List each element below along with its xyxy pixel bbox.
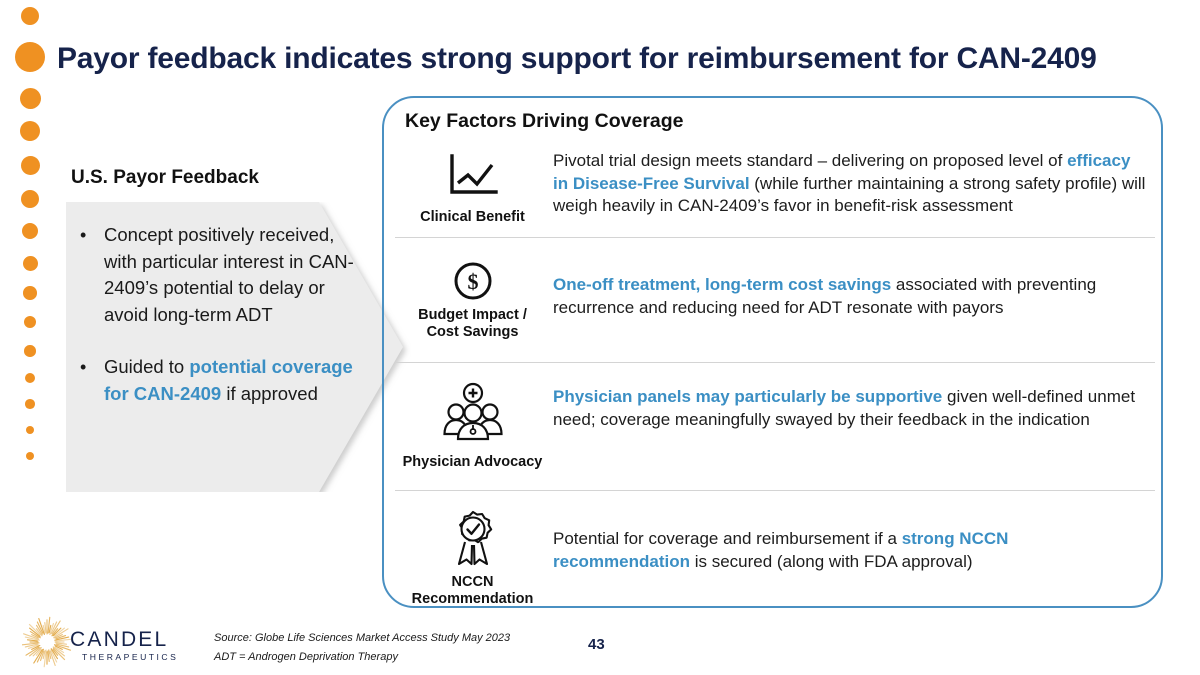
dollar-coin-icon: $ [395,258,550,304]
payor-feedback-bullets: • Concept positively received, with part… [80,222,355,429]
line-chart-icon [395,146,550,206]
decorative-dot [25,399,35,409]
factor-row-budget-impact: $ Budget Impact / Cost Savings One-off t… [395,258,1150,343]
factor-description: Potential for coverage and reimbursement… [553,528,1148,573]
list-item: • Guided to potential coverage for CAN-2… [80,354,355,407]
desc-highlight: efficacy in Disease-Free Survival [553,151,1131,193]
footer-source-notes: Source: Globe Life Sciences Market Acces… [214,629,510,667]
decorative-dot [22,255,38,271]
decorative-dot [19,87,41,109]
factor-row-physician-advocacy: Physician Advocacy Physician panels may … [395,380,1150,470]
desc-segment: (while further maintaining a strong safe… [553,173,1146,216]
payor-feedback-callout-shape [66,202,411,492]
page-number: 43 [588,636,605,653]
list-item: • Concept positively received, with part… [80,222,355,328]
bullet-text-highlight: potential coverage for CAN-2409 [104,356,353,404]
desc-highlight: strong NCCN recommendation [553,529,1009,571]
factor-icon-cell: NCCN Recommendation [395,506,550,608]
desc-highlight: Physician panels may particularly be sup… [553,387,943,406]
bullet-text: Concept positively received, with partic… [104,222,355,328]
bullet-marker: • [80,357,87,377]
desc-segment: is secured (along with FDA approval) [689,551,973,571]
desc-segment: associated with preventing recurrence an… [553,275,1097,317]
svg-text:THERAPEUTICS: THERAPEUTICS [82,652,178,662]
page-title: Payor feedback indicates strong support … [57,42,1097,75]
factor-icon-cell: $ Budget Impact / Cost Savings [395,258,550,341]
source-line: Source: Globe Life Sciences Market Acces… [214,632,511,644]
factor-row-nccn-recommendation: NCCN Recommendation Potential for covera… [395,506,1150,607]
desc-segment: given well-defined unmet need; coverage … [553,387,1136,429]
factor-label: Clinical Benefit [420,209,525,225]
decorative-dot [23,315,37,329]
award-ribbon-icon [395,506,550,568]
decorative-dot [21,7,39,25]
bullet-text-segment: if approved [221,382,318,404]
decorative-dot [26,452,34,460]
decorative-dot [24,345,36,357]
desc-segment: Pivotal trial design meets standard – de… [553,151,1068,170]
decorative-dot-column [0,0,70,675]
row-divider [395,362,1155,363]
factor-row-clinical-benefit: Clinical Benefit Pivotal trial design me… [395,146,1150,226]
bullet-text-segment: Concept positively received, with partic… [104,224,354,325]
row-divider [395,490,1155,491]
candel-therapeutics-logo: CANDEL THERAPEUTICS [21,616,192,668]
bullet-text-segment: Guided to [104,356,190,377]
physician-group-icon [395,380,550,444]
desc-segment: Potential for coverage and reimbursement… [553,529,902,548]
decorative-dot [21,190,39,208]
abbreviation-line: ADT = Androgen Deprivation Therapy [214,651,398,663]
factor-icon-cell: Physician Advocacy [395,380,550,471]
factor-description: One-off treatment, long-term cost saving… [553,274,1148,319]
bullet-text: Guided to potential coverage for CAN-240… [104,354,355,407]
panel-title: Key Factors Driving Coverage [405,110,684,132]
factor-description: Physician panels may particularly be sup… [553,386,1148,431]
left-section-heading: U.S. Payor Feedback [71,167,259,188]
svg-text:$: $ [467,269,478,294]
factor-label: NCCN Recommendation [411,574,534,607]
decorative-dot [20,155,40,175]
factor-label: Budget Impact / Cost Savings [418,307,527,340]
svg-text:CANDEL: CANDEL [70,628,168,651]
factor-icon-cell: Clinical Benefit [395,146,550,226]
decorative-dot [20,121,40,141]
decorative-dot [15,42,45,72]
bullet-marker: • [80,225,87,245]
decorative-dot [25,425,35,435]
decorative-dot [22,223,38,239]
key-factors-panel [382,96,1163,608]
decorative-dot [24,372,36,384]
factor-description: Pivotal trial design meets standard – de… [553,150,1148,218]
decorative-dot [23,286,37,300]
factor-label: Physician Advocacy [402,454,543,470]
desc-highlight: One-off treatment, long-term cost saving… [553,275,892,294]
row-divider [395,237,1155,238]
